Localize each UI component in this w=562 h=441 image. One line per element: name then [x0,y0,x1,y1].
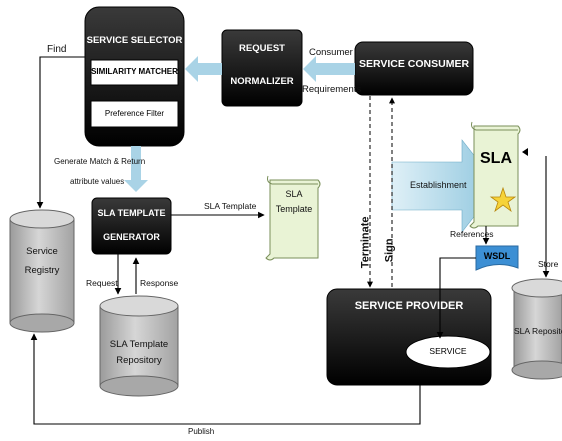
find-label: Find [47,44,67,55]
publish-connector [30,333,421,425]
request-normalizer-label-2: NORMALIZER [230,76,294,87]
service-registry-label-2: Registry [24,265,60,276]
terminate-label: Terminate [359,216,372,269]
generate-match-label-1: Generate Match & Return [54,157,146,166]
generate-match-label-2: attribute values [70,177,125,186]
service-provider-label: SERVICE PROVIDER [354,300,464,312]
request-normalizer-label-1: REQUEST [239,43,285,54]
service-selector-label: SERVICE SELECTOR [86,35,183,46]
preference-filter-label: Preference Filter [104,109,165,118]
sla-template-generator-label-2: GENERATOR [103,232,160,242]
consumer-requirements-label-1: Consumer [309,47,353,58]
consumer-to-normalizer-arrow [303,56,355,82]
sla-template-generator-box [91,197,172,255]
sla-template-scroll-label-2: Template [275,204,313,214]
store-label: Store [538,259,559,269]
service-oval [405,335,491,369]
service-registry-cylinder [9,209,75,333]
similarity-matcher-box [90,59,179,86]
preference-filter-box [90,100,179,128]
find-connector [36,56,85,209]
service-registry-label-1: Service [26,246,58,257]
sla-repository-cylinder [511,278,562,380]
response-label: Response [140,278,179,288]
wsdl-doc [475,245,519,271]
normalizer-to-selector-arrow [185,56,222,82]
sla-template-repository-label-2: Repository [116,355,162,366]
sla-template-scroll [265,175,321,261]
sla-repository-label: SLA Repository [514,327,562,336]
sla-template-repository-label-1: SLA Template [109,339,169,350]
service-consumer-label: SERVICE CONSUMER [358,58,470,70]
establishment-label: Establishment [410,180,467,190]
selector-to-generator-arrow [124,146,148,192]
service-label: SERVICE [429,346,467,356]
similarity-matcher-label: SIMILARITY MATCHER [91,67,178,76]
request-normalizer-box [221,29,303,107]
request-label: Request [86,278,118,288]
star-icon [489,186,517,213]
wsdl-connector [436,257,476,339]
sla-scroll [469,121,528,229]
sla-label: SLA [480,150,512,167]
sla-template-scroll-label-1: SLA [285,189,303,199]
sla-template-repository-cylinder [99,295,179,397]
references-label: References [450,229,494,239]
sla-template-edge-label: SLA Template [204,201,257,211]
sla-template-generator-label-1: SLA TEMPLATE [97,208,166,218]
sign-label: Sign [383,238,396,263]
consumer-requirements-label-2: Requirements [302,84,362,95]
publish-label: Publish [188,427,215,436]
wsdl-label: WSDL [483,251,511,261]
